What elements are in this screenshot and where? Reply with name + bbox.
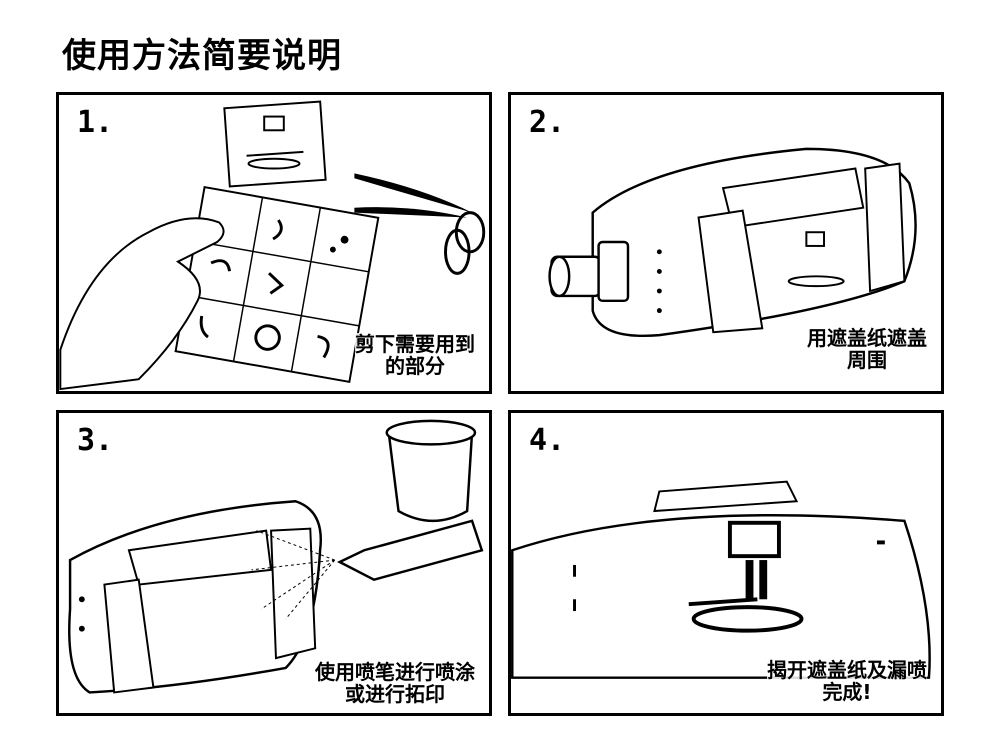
step4-illustration (511, 480, 931, 679)
finished-turret-icon (511, 480, 931, 679)
hand-icon (59, 217, 225, 391)
step-panel-4: 4. 揭开遮盖纸及漏喷 完成! (508, 410, 944, 716)
stencil-grid-sheet (174, 185, 380, 383)
step-panel-1: 1. (56, 92, 492, 394)
spray-icon (251, 530, 336, 620)
step-caption: 使用喷笔进行喷涂 或进行拓印 (315, 660, 475, 706)
step-caption: 剪下需要用到 的部分 (355, 332, 475, 378)
step3-illustration (68, 419, 484, 694)
step-number: 2. (529, 105, 566, 140)
step-panel-3: 3. 使用喷笔进行喷涂 或进行拓印 (56, 410, 492, 716)
page-title: 使用方法简要说明 (62, 36, 342, 76)
step-caption: 用遮盖纸遮盖 周围 (807, 326, 927, 372)
step-number: 3. (77, 423, 114, 458)
masking-tape-icon (103, 527, 317, 694)
step2-illustration (548, 147, 917, 337)
step-number: 4. (529, 423, 566, 458)
masking-tape-icon (697, 162, 906, 334)
step-caption: 揭开遮盖纸及漏喷 完成! (767, 658, 927, 704)
step1-illustration (59, 100, 486, 391)
scissors-icon (354, 173, 486, 275)
step-number: 1. (77, 105, 114, 140)
stencil-sheet-icon (223, 100, 327, 188)
airbrush-icon (336, 419, 484, 581)
step-panel-2: 2. 用遮盖纸遮盖 周围 (508, 92, 944, 394)
